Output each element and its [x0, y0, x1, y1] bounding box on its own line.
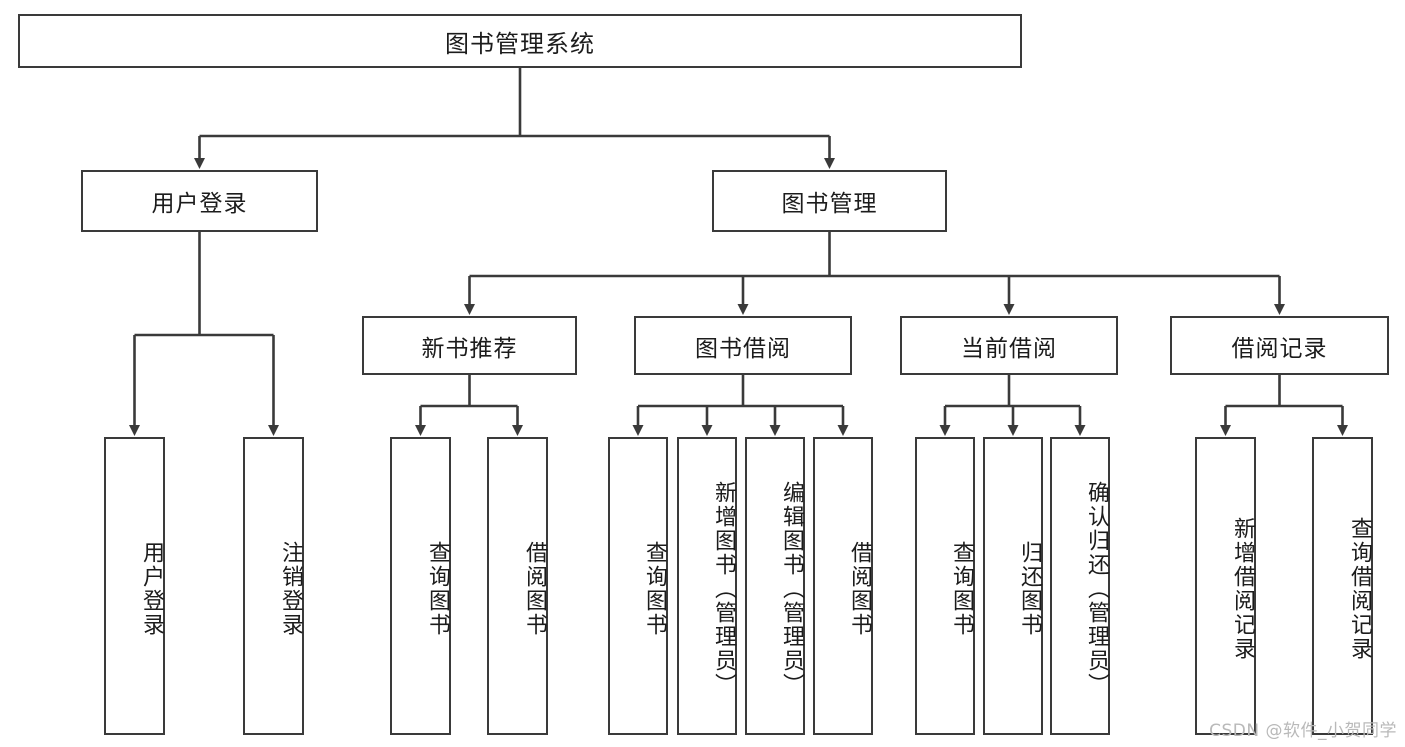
node-leaf-1[interactable]: 用户登录 [104, 437, 165, 735]
node-level2-label: 图书管理 [781, 191, 878, 217]
node-level3-3[interactable]: 当前借阅 [900, 316, 1118, 375]
node-leaf-9[interactable]: 查询图书 [915, 437, 975, 735]
node-level2-1[interactable]: 用户登录 [81, 170, 318, 232]
node-leaf-label: 查询借阅记录 [1347, 517, 1372, 661]
node-leaf-label: 归还图书 [1017, 541, 1042, 637]
node-level3-label: 借阅记录 [1231, 335, 1328, 362]
node-leaf-3[interactable]: 查询图书 [390, 437, 451, 735]
node-level3-4[interactable]: 借阅记录 [1170, 316, 1389, 375]
node-leaf-label: 编辑图书（管理员） [779, 481, 804, 697]
node-level2-2[interactable]: 图书管理 [712, 170, 947, 232]
node-leaf-label: 借阅图书 [847, 541, 872, 637]
node-leaf-label: 新增图书（管理员） [711, 481, 736, 697]
node-level3-2[interactable]: 图书借阅 [634, 316, 852, 375]
node-leaf-5[interactable]: 查询图书 [608, 437, 668, 735]
csdn-watermark: CSDN @软件_小贺同学 [1209, 721, 1397, 741]
node-leaf-2[interactable]: 注销登录 [243, 437, 304, 735]
node-leaf-10[interactable]: 归还图书 [983, 437, 1043, 735]
node-leaf-label: 借阅图书 [522, 541, 547, 637]
node-level3-label: 新书推荐 [421, 335, 518, 362]
node-leaf-label: 查询图书 [425, 541, 450, 637]
node-leaf-label: 注销登录 [278, 541, 303, 637]
node-level3-label: 当前借阅 [961, 335, 1057, 362]
node-leaf-12[interactable]: 新增借阅记录 [1195, 437, 1256, 735]
node-leaf-7[interactable]: 编辑图书（管理员） [745, 437, 805, 735]
node-leaf-label: 用户登录 [139, 541, 164, 637]
node-level3-label: 图书借阅 [695, 335, 791, 362]
node-leaf-label: 新增借阅记录 [1230, 517, 1255, 661]
node-level3-1[interactable]: 新书推荐 [362, 316, 577, 375]
node-leaf-label: 确认归还（管理员） [1084, 481, 1109, 697]
node-root[interactable]: 图书管理系统 [18, 14, 1022, 68]
node-leaf-6[interactable]: 新增图书（管理员） [677, 437, 737, 735]
node-leaf-11[interactable]: 确认归还（管理员） [1050, 437, 1110, 735]
node-leaf-label: 查询图书 [642, 541, 667, 637]
node-level2-label: 用户登录 [151, 191, 248, 217]
node-leaf-4[interactable]: 借阅图书 [487, 437, 548, 735]
node-leaf-8[interactable]: 借阅图书 [813, 437, 873, 735]
node-leaf-label: 查询图书 [949, 541, 974, 637]
node-leaf-13[interactable]: 查询借阅记录 [1312, 437, 1373, 735]
